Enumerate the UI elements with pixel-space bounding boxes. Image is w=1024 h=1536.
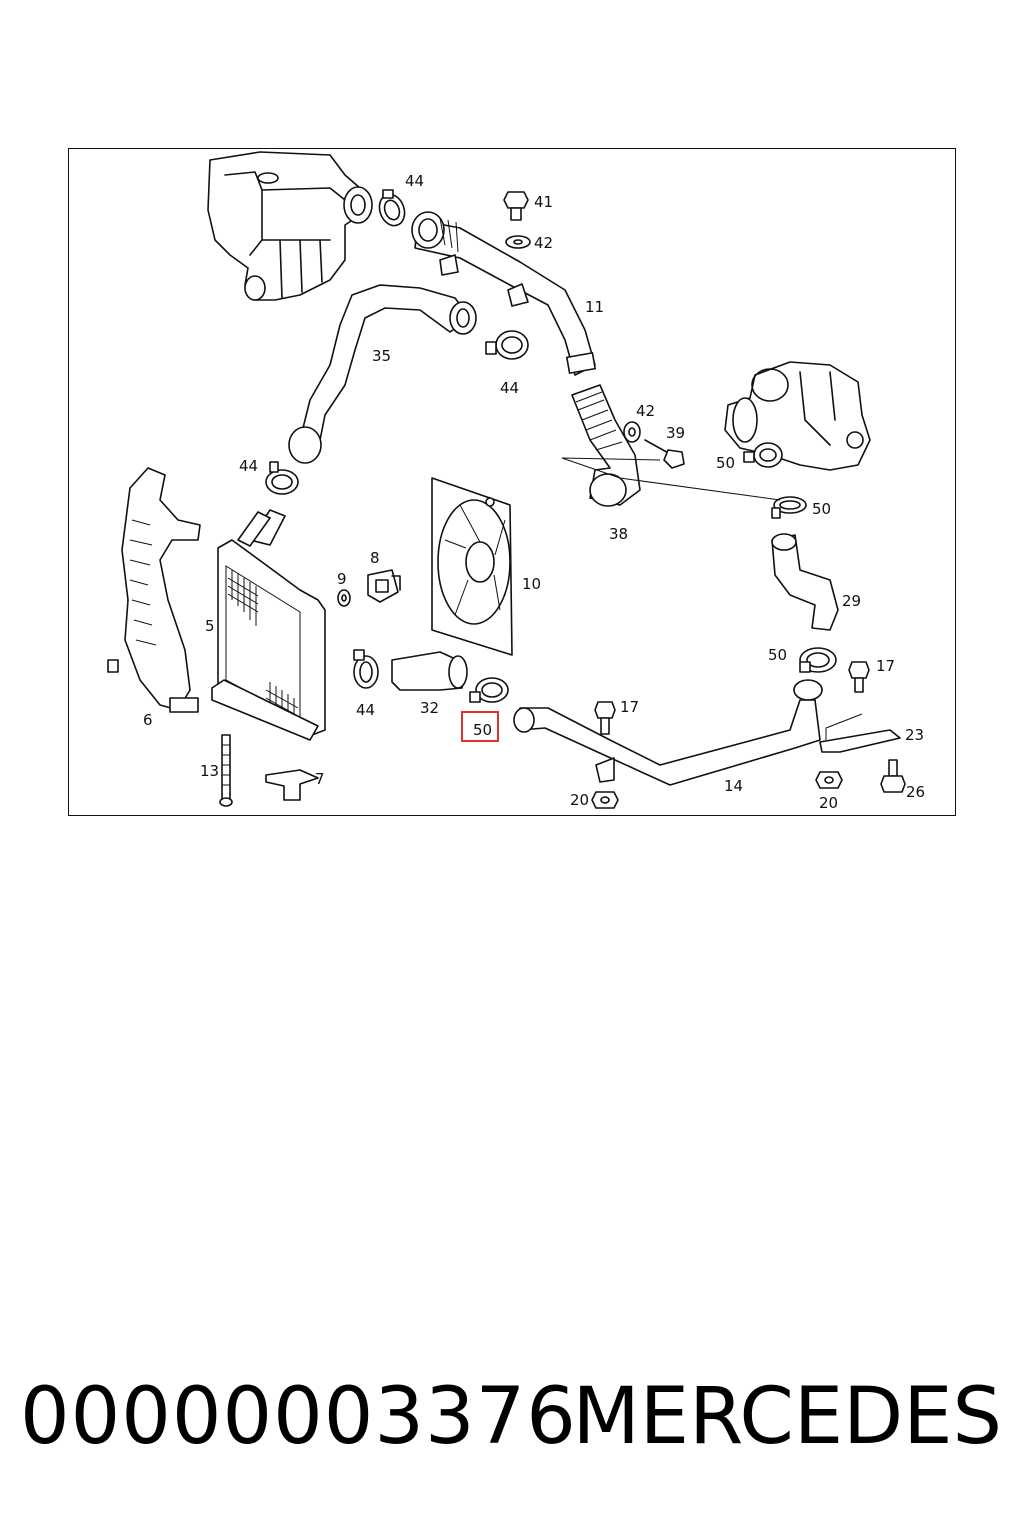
bolt-26 (880, 759, 906, 793)
callout-41: 41 (534, 193, 553, 211)
sensor-8 (367, 569, 401, 603)
callout-5: 5 (205, 617, 215, 635)
diagram-frame (68, 148, 956, 816)
bracket-7 (265, 769, 319, 801)
turbocharger-housing-drawing (724, 361, 871, 471)
callout-44: 44 (405, 172, 424, 190)
bolt-17-right (848, 661, 870, 693)
charge-air-hose-11 (411, 211, 596, 376)
charge-air-pipe-14 (513, 679, 823, 786)
hose-clamp-50-right (771, 496, 807, 519)
hose-clamp-50-turbo (743, 442, 783, 468)
callout-23: 23 (905, 726, 924, 744)
callout-32: 32 (420, 699, 439, 717)
seal-ring-9 (337, 589, 351, 607)
callout-7: 7 (315, 770, 325, 788)
callout-14: 14 (724, 777, 743, 795)
callout-44: 44 (356, 701, 375, 719)
charge-air-hose-38 (571, 384, 641, 507)
hose-clamp-50-lower-right (799, 647, 837, 673)
callout-8: 8 (370, 549, 380, 567)
engine-block-drawing (207, 151, 373, 301)
hose-clamp-50-highlighted (469, 677, 509, 703)
highlight-box (461, 711, 499, 742)
charge-air-hose-29 (771, 533, 839, 631)
leader-lines-38 (561, 457, 781, 501)
callout-17: 17 (876, 657, 895, 675)
charge-air-hose-32 (391, 651, 468, 691)
callout-11: 11 (585, 298, 604, 316)
washer-42-top (505, 235, 531, 249)
callout-44: 44 (239, 457, 258, 475)
caption-bar: 00000003376 MERCEDES (0, 1372, 1024, 1482)
callout-44: 44 (500, 379, 519, 397)
callout-26: 26 (906, 783, 925, 801)
callout-20: 20 (570, 791, 589, 809)
callout-39: 39 (666, 424, 685, 442)
callout-17: 17 (620, 698, 639, 716)
callout-13: 13 (200, 762, 219, 780)
nut-20-left (591, 791, 619, 809)
callout-20: 20 (819, 794, 838, 812)
callout-50: 50 (812, 500, 831, 518)
washer-42-right (623, 421, 641, 443)
bolt-39 (644, 439, 685, 469)
callout-labels: 44 41 42 11 35 44 42 39 50 44 50 38 8 9 … (143, 172, 925, 812)
bracket-23 (819, 713, 901, 753)
part-number: 00000003376 (20, 1372, 577, 1462)
callout-35: 35 (372, 347, 391, 365)
callout-9: 9 (337, 570, 347, 588)
exploded-parts-diagram: 44 41 42 11 35 44 42 39 50 44 50 38 8 9 … (107, 151, 925, 812)
callout-50: 50 (768, 646, 787, 664)
hose-clamp-44-left (265, 461, 299, 495)
callout-29: 29 (842, 592, 861, 610)
charge-air-hose-35 (288, 284, 477, 464)
hose-clamp-44-bottom (353, 649, 379, 689)
mounting-bracket-6 (107, 467, 201, 713)
callout-50: 50 (716, 454, 735, 472)
callout-50-highlighted: 50 (473, 721, 492, 739)
spring-pin-13 (219, 734, 233, 807)
callout-10: 10 (522, 575, 541, 593)
hose-clamp-44-middle (485, 330, 529, 360)
bolt-17-left (594, 701, 616, 735)
callout-6: 6 (143, 711, 153, 729)
nut-20-right (815, 771, 843, 789)
fan-shroud-10 (431, 477, 513, 656)
brand-name: MERCEDES (572, 1372, 1003, 1462)
callout-42: 42 (534, 234, 553, 252)
intercooler-5 (211, 509, 326, 741)
bolt-41 (503, 191, 529, 221)
hose-clamp-44-top (378, 189, 406, 227)
callout-38: 38 (609, 525, 628, 543)
callout-42: 42 (636, 402, 655, 420)
